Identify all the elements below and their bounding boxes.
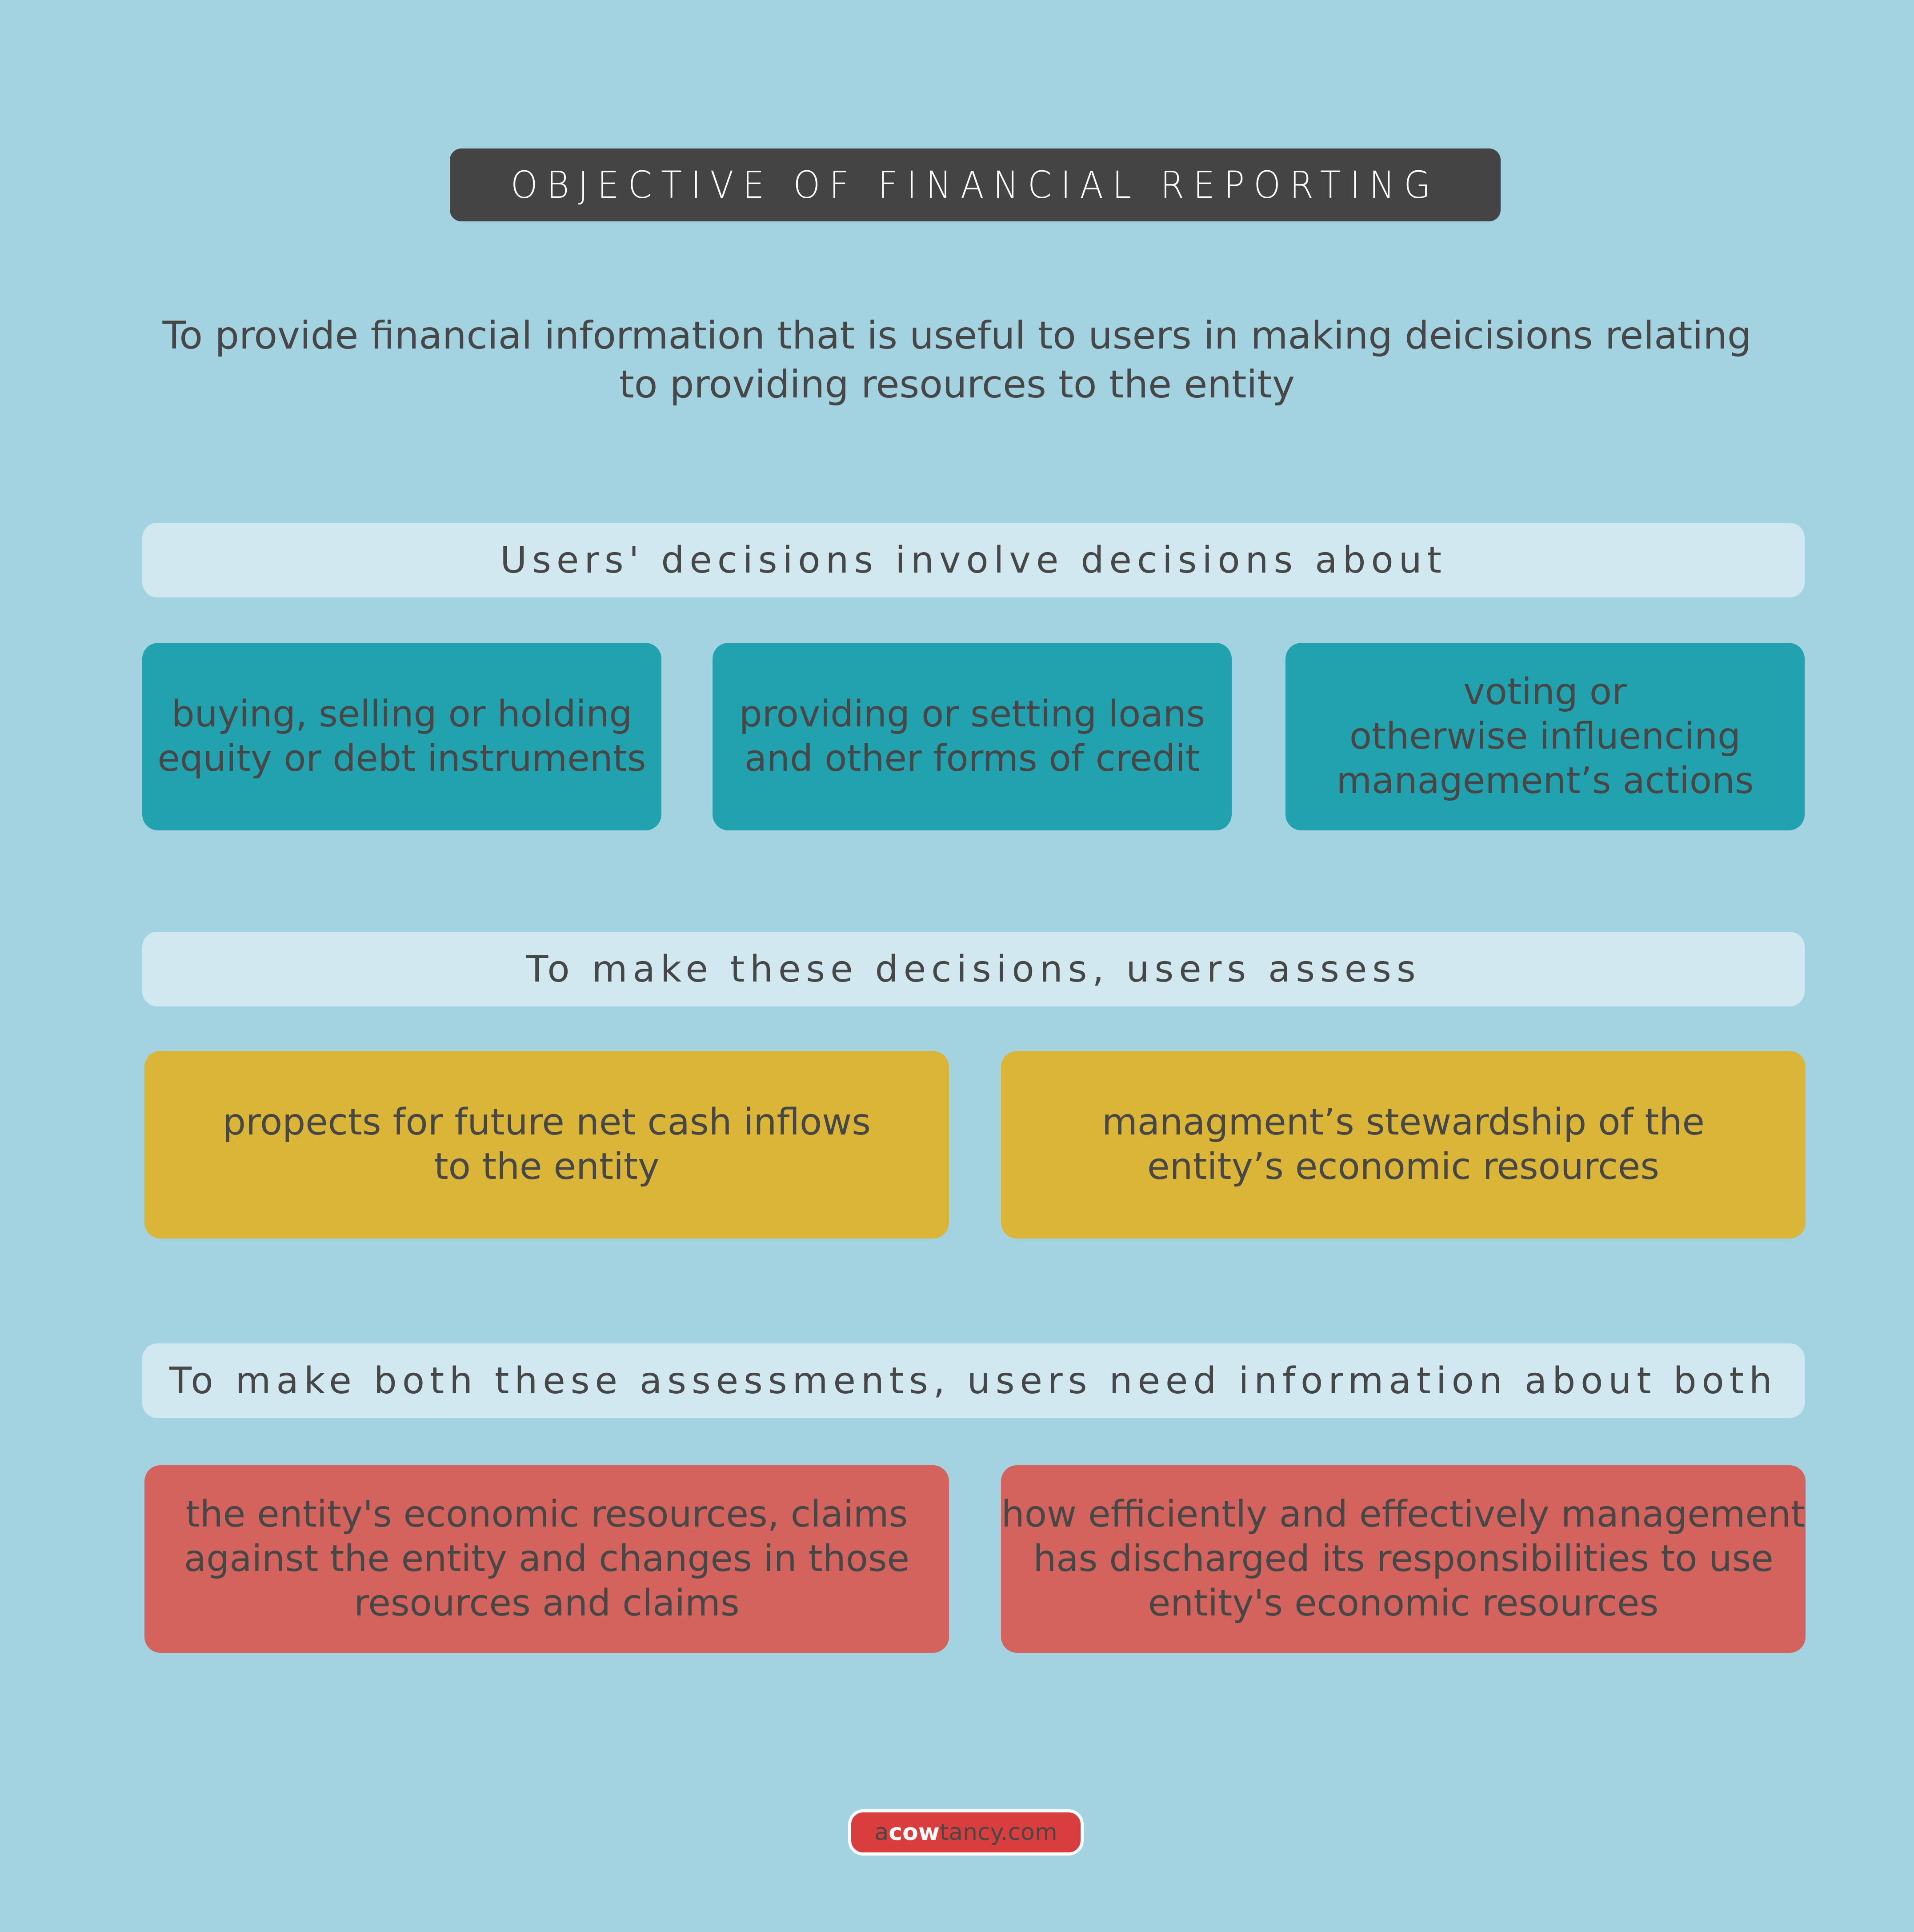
card-text-line: otherwise influencing [1349, 715, 1741, 758]
card-text-line: entity’s economic resources [1147, 1146, 1659, 1188]
section-header-users-assess: To make these decisions, users assess [142, 932, 1805, 1006]
card-future-cash-inflows: propects for future net cash inflows to … [144, 1051, 949, 1239]
card-text-line: voting or [1463, 671, 1627, 713]
card-text-line: to the entity [434, 1146, 660, 1188]
card-economic-resources-claims: the entity's economic resources, claims … [144, 1465, 949, 1653]
card-text-line: against the entity and changes in those [184, 1538, 910, 1580]
card-text-line: entity's economic resources [1148, 1582, 1659, 1624]
card-text-line: has discharged its responsibilities to u… [1033, 1538, 1774, 1580]
card-text-line: managment’s stewardship of the [1102, 1101, 1705, 1143]
card-text-line: equity or debt instruments [157, 738, 646, 780]
section-header-users-decisions: Users' decisions involve decisions about [142, 523, 1805, 597]
card-buying-selling: buying, selling or holding equity or deb… [142, 643, 661, 830]
card-voting: voting or otherwise influencing manageme… [1285, 643, 1805, 830]
card-text-line: and other forms of credit [744, 738, 1200, 780]
section-header-information-needed: To make both these assessments, users ne… [142, 1343, 1805, 1418]
brand-suffix: tancy.com [939, 1819, 1057, 1846]
card-text-line: the entity's economic resources, claims [185, 1493, 908, 1535]
objective-line-1: To provide financial information that is… [162, 313, 1752, 358]
card-providing-loans: providing or setting loans and other for… [713, 643, 1232, 830]
title-banner: OBJECTIVE OF FINANCIAL REPORTING [450, 148, 1501, 221]
card-text-line: buying, selling or holding [171, 693, 633, 735]
section-header-text: Users' decisions involve decisions about [500, 539, 1447, 581]
brand-bold: cow [889, 1819, 940, 1846]
card-text-line: management’s actions [1336, 760, 1754, 802]
card-text-line: providing or setting loans [739, 693, 1205, 735]
page-title: OBJECTIVE OF FINANCIAL REPORTING [511, 163, 1440, 207]
card-text-line: resources and claims [354, 1582, 740, 1624]
card-text-line: propects for future net cash inflows [223, 1101, 871, 1143]
objective-statement: To provide financial information that is… [133, 311, 1781, 418]
brand-prefix: a [874, 1819, 889, 1846]
section-header-text: To make these decisions, users assess [526, 948, 1421, 990]
section-header-text: To make both these assessments, users ne… [169, 1359, 1778, 1402]
card-text-line: how efficiently and effectively manageme… [1001, 1493, 1806, 1535]
objective-line-2: to providing resources to the entity [619, 362, 1295, 407]
card-management-stewardship: managment’s stewardship of the entity’s … [1001, 1051, 1806, 1239]
card-management-efficiency: how efficiently and effectively manageme… [1001, 1465, 1806, 1653]
